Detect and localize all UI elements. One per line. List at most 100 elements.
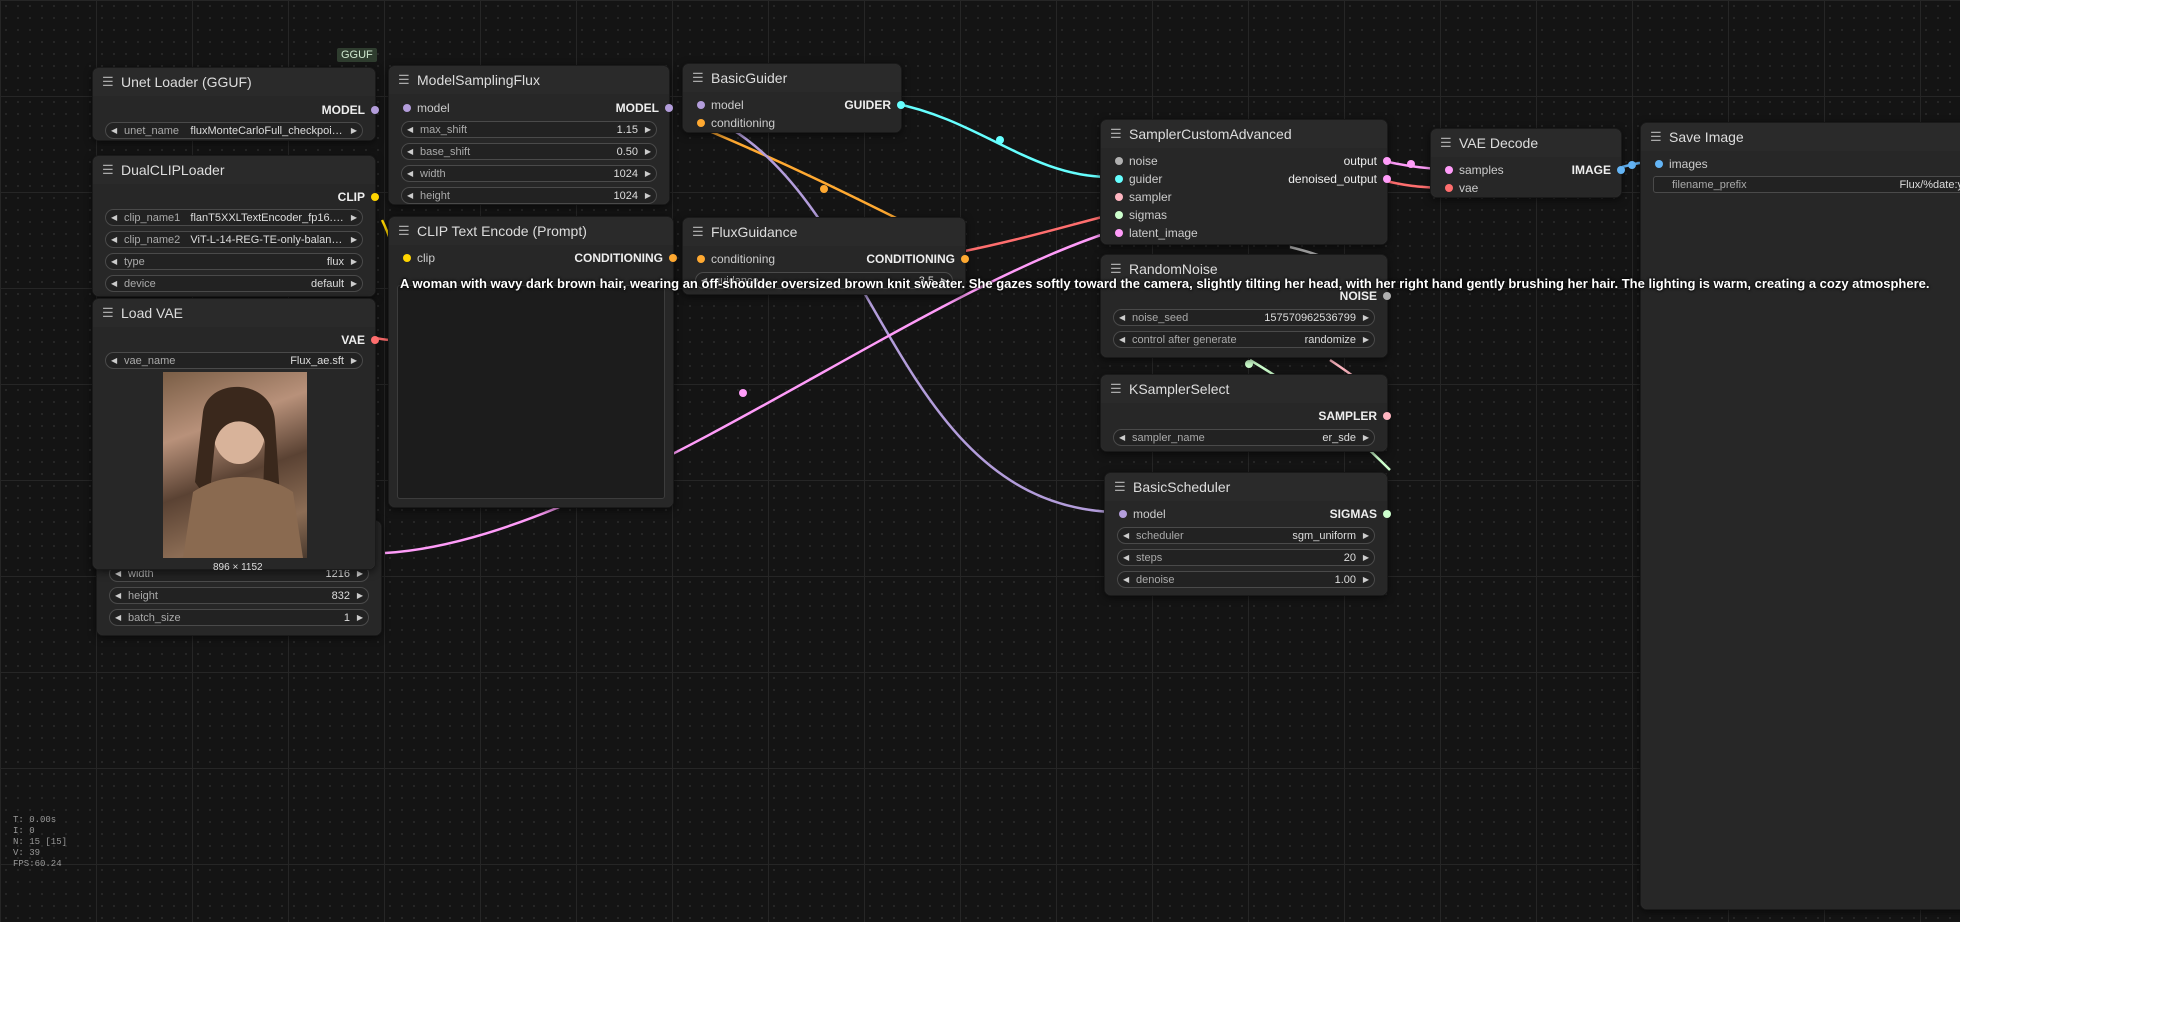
input-slot-model[interactable]: model	[397, 99, 450, 117]
node-basic-guider[interactable]: ☰BasicGuider model conditioning GUIDER	[682, 63, 905, 133]
arrow-right-icon[interactable]: ▶	[940, 276, 947, 285]
arrow-right-icon[interactable]: ▶	[356, 613, 363, 622]
menu-icon[interactable]: ☰	[1110, 381, 1122, 396]
slot-dot-icon[interactable]	[1655, 159, 1663, 168]
filename-prefix-field[interactable]: filename_prefixFlux/%date:yyyy-MM-dd%/%d…	[1653, 176, 1960, 193]
arrow-left-icon[interactable]: ◀	[111, 213, 118, 222]
input-slot-vae[interactable]: vae	[1439, 179, 1478, 197]
arrow-right-icon[interactable]: ▶	[1362, 553, 1369, 562]
arrow-left-icon[interactable]: ◀	[111, 279, 118, 288]
input-slot-conditioning[interactable]: conditioning	[691, 114, 775, 132]
output-slot-noise[interactable]: NOISE	[1340, 287, 1391, 305]
slot-dot-icon[interactable]	[1115, 156, 1123, 165]
input-slot-noise[interactable]: noise	[1109, 152, 1158, 170]
output-slot-model[interactable]: MODEL	[322, 101, 379, 119]
node-flux-guidance[interactable]: ☰FluxGuidance conditioning CONDITIONING …	[682, 217, 969, 295]
menu-icon[interactable]: ☰	[1110, 126, 1122, 141]
slot-dot-icon[interactable]	[1383, 411, 1391, 420]
output-slot-clip[interactable]: CLIP	[338, 188, 379, 206]
node-title[interactable]: ☰BasicScheduler	[1105, 473, 1387, 501]
node-title[interactable]: ☰FluxGuidance	[683, 218, 965, 246]
slot-dot-icon[interactable]	[1115, 228, 1123, 237]
node-title[interactable]: ☰VAE Decode	[1431, 129, 1621, 157]
arrow-right-icon[interactable]: ▶	[356, 591, 363, 600]
slot-dot-icon[interactable]	[1115, 192, 1123, 201]
arrow-right-icon[interactable]: ▶	[644, 169, 651, 178]
slot-dot-icon[interactable]	[371, 335, 379, 344]
arrow-right-icon[interactable]: ▶	[356, 569, 363, 578]
menu-icon[interactable]: ☰	[102, 74, 114, 89]
node-title[interactable]: ☰CLIP Text Encode (Prompt)	[389, 217, 673, 245]
arrow-left-icon[interactable]: ◀	[111, 257, 118, 266]
node-vae-decode[interactable]: ☰VAE Decode samples vae IMAGE	[1430, 128, 1625, 198]
arrow-right-icon[interactable]: ▶	[350, 356, 357, 365]
slot-dot-icon[interactable]	[697, 118, 705, 127]
arrow-left-icon[interactable]: ◀	[111, 126, 118, 135]
menu-icon[interactable]: ☰	[1114, 479, 1126, 494]
node-title[interactable]: ☰BasicGuider	[683, 64, 901, 92]
node-graph-canvas[interactable]: GGUF ☰Unet Loader (GGUF) MODEL ◀unet_nam…	[0, 0, 1960, 922]
menu-icon[interactable]: ☰	[398, 72, 410, 87]
arrow-left-icon[interactable]: ◀	[407, 169, 414, 178]
slot-dot-icon[interactable]	[1445, 183, 1453, 192]
slot-dot-icon[interactable]	[1445, 165, 1453, 174]
arrow-right-icon[interactable]: ▶	[350, 126, 357, 135]
slot-dot-icon[interactable]	[1383, 291, 1391, 300]
input-slot-model[interactable]: model	[691, 96, 744, 114]
arrow-left-icon[interactable]: ◀	[115, 613, 122, 622]
node-title[interactable]: ☰Load VAE	[93, 299, 375, 327]
slot-dot-icon[interactable]	[697, 100, 705, 109]
arrow-right-icon[interactable]: ▶	[1362, 313, 1369, 322]
node-title[interactable]: ☰Unet Loader (GGUF)	[93, 68, 375, 96]
input-slot-clip[interactable]: clip	[397, 249, 435, 267]
input-slot-sigmas[interactable]: sigmas	[1109, 206, 1167, 224]
arrow-right-icon[interactable]: ▶	[644, 147, 651, 156]
arrow-right-icon[interactable]: ▶	[1362, 433, 1369, 442]
slot-dot-icon[interactable]	[1115, 210, 1123, 219]
arrow-left-icon[interactable]: ◀	[1123, 575, 1130, 584]
node-model-sampling-flux[interactable]: ☰ModelSamplingFlux model MODEL ◀max_shif…	[388, 65, 673, 205]
slot-dot-icon[interactable]	[961, 254, 969, 263]
prompt-text[interactable]: A woman with wavy dark brown hair, weari…	[400, 276, 1930, 291]
arrow-left-icon[interactable]: ◀	[701, 276, 708, 285]
output-slot-conditioning[interactable]: CONDITIONING	[574, 249, 677, 267]
slot-dot-icon[interactable]	[665, 103, 673, 112]
arrow-left-icon[interactable]: ◀	[407, 191, 414, 200]
menu-icon[interactable]: ☰	[1110, 261, 1122, 276]
slot-dot-icon[interactable]	[897, 100, 905, 109]
output-slot-denoised[interactable]: denoised_output	[1288, 170, 1391, 188]
arrow-left-icon[interactable]: ◀	[115, 569, 122, 578]
arrow-left-icon[interactable]: ◀	[111, 235, 118, 244]
node-title[interactable]: ☰DualCLIPLoader	[93, 156, 375, 184]
arrow-right-icon[interactable]: ▶	[350, 213, 357, 222]
node-title[interactable]: ☰ModelSamplingFlux	[389, 66, 669, 94]
output-slot-sampler[interactable]: SAMPLER	[1318, 407, 1391, 425]
arrow-left-icon[interactable]: ◀	[1119, 335, 1126, 344]
menu-icon[interactable]: ☰	[692, 70, 704, 85]
slot-dot-icon[interactable]	[669, 253, 677, 262]
arrow-right-icon[interactable]: ▶	[1362, 531, 1369, 540]
arrow-right-icon[interactable]: ▶	[644, 125, 651, 134]
input-slot-guider[interactable]: guider	[1109, 170, 1162, 188]
slot-dot-icon[interactable]	[403, 103, 411, 112]
input-slot-conditioning[interactable]: conditioning	[691, 250, 775, 268]
slot-dot-icon[interactable]	[1617, 165, 1625, 174]
output-slot-guider[interactable]: GUIDER	[844, 96, 905, 114]
slot-dot-icon[interactable]	[371, 192, 379, 201]
